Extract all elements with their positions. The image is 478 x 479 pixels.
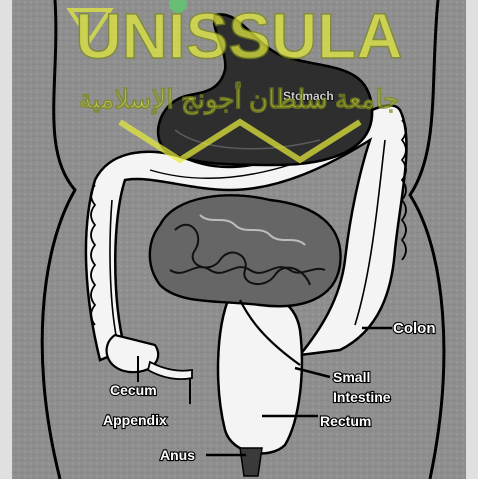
label-cecum: Cecum	[110, 382, 157, 398]
watermark-brand: UNISSULA	[75, 0, 402, 72]
label-appendix: Appendix	[103, 412, 167, 428]
right-edge-strip	[466, 0, 478, 479]
left-edge-strip	[0, 0, 12, 479]
label-intestine: Intestine	[333, 389, 391, 405]
rectum	[218, 293, 302, 453]
label-colon: Colon	[393, 320, 436, 337]
anus	[240, 448, 262, 476]
label-anus: Anus	[160, 447, 195, 463]
label-rectum: Rectum	[320, 413, 371, 429]
watermark-arabic: جامعة سلطان أجونج الإسلامية	[79, 81, 400, 115]
small-intestine-mass	[150, 195, 341, 306]
label-small: Small	[333, 369, 370, 385]
